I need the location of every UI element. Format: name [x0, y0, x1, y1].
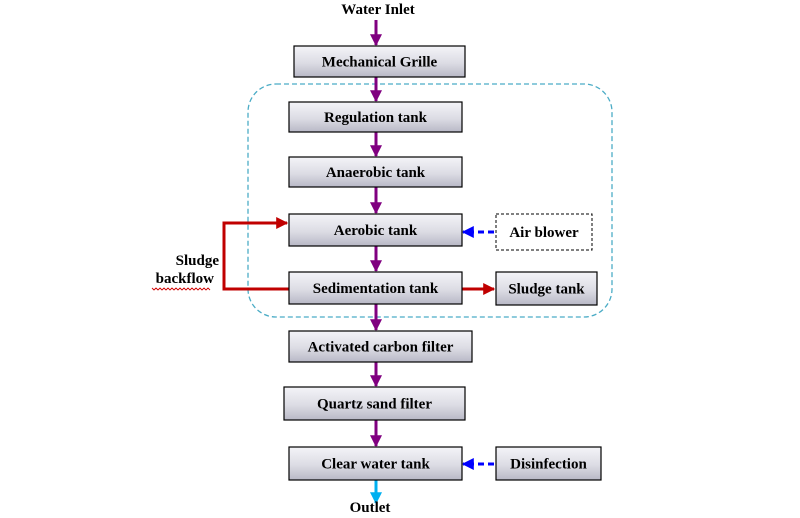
node-disinfection-label: Disinfection	[510, 457, 587, 473]
node-clear-water-tank: Clear water tank	[288, 446, 463, 481]
node-activated-carbon-filter: Activated carbon filter	[288, 330, 473, 363]
node-sludge-tank-label: Sludge tank	[508, 282, 585, 298]
node-regulation-tank: Regulation tank	[288, 101, 463, 133]
sludge-backflow-arrow	[222, 217, 289, 291]
node-sedimentation-tank-label: Sedimentation tank	[313, 281, 439, 297]
node-mechanical-grille-label: Mechanical Grille	[322, 55, 438, 71]
sludge-backflow-label-line2: backflow	[156, 271, 215, 287]
process-boundary	[247, 83, 613, 318]
node-sludge-tank: Sludge tank	[495, 271, 598, 306]
node-mechanical-grille: Mechanical Grille	[293, 45, 466, 78]
sludge-backflow-label-line1: Sludge	[176, 253, 220, 269]
spellcheck-underline	[151, 287, 211, 291]
node-quartz-sand-filter: Quartz sand filter	[283, 386, 466, 421]
node-anaerobic-tank-label: Anaerobic tank	[326, 165, 426, 181]
node-regulation-tank-label: Regulation tank	[324, 110, 428, 126]
node-sedimentation-tank: Sedimentation tank	[288, 271, 463, 305]
node-aerobic-tank-label: Aerobic tank	[334, 223, 418, 239]
node-aerobic-tank: Aerobic tank	[288, 213, 463, 247]
water-inlet-label: Water Inlet	[341, 2, 414, 18]
node-anaerobic-tank: Anaerobic tank	[288, 156, 463, 188]
node-quartz-sand-filter-label: Quartz sand filter	[317, 397, 432, 413]
node-air-blower-label: Air blower	[509, 225, 579, 241]
node-activated-carbon-filter-label: Activated carbon filter	[308, 340, 454, 356]
outlet-label: Outlet	[350, 500, 391, 516]
node-air-blower: Air blower	[495, 213, 593, 251]
node-disinfection: Disinfection	[495, 446, 602, 481]
node-clear-water-tank-label: Clear water tank	[321, 457, 430, 473]
